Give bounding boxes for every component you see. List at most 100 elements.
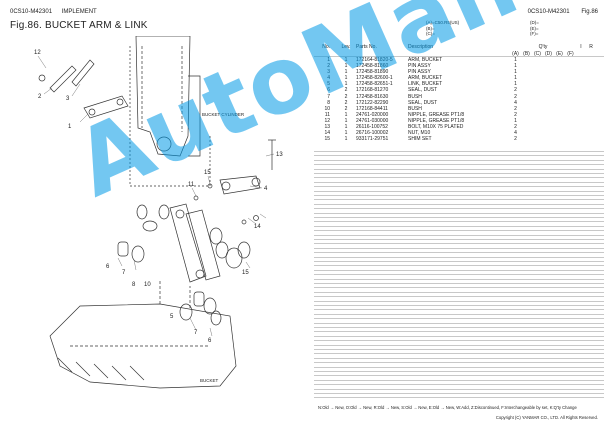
variant-d: (D)= — [530, 20, 539, 25]
row-rule — [314, 274, 604, 276]
row-rule — [314, 225, 604, 227]
row-rule — [314, 239, 604, 240]
row-no: 4 — [327, 75, 330, 82]
row-rule — [314, 199, 604, 201]
row-rule — [314, 164, 604, 166]
row-rule — [314, 340, 604, 342]
row-rule — [314, 353, 604, 355]
row-no: 8 — [327, 99, 330, 106]
bucket-outline — [49, 303, 237, 389]
variant-legend-right: (D)= (E)= (F)= — [530, 20, 539, 37]
row-lev: 1 — [344, 136, 348, 143]
pin-2 — [49, 65, 77, 93]
variant-a: (A)=C50.R5(US) — [426, 20, 460, 25]
callout-15: 15 — [242, 270, 249, 276]
row-rule — [314, 190, 604, 192]
col-r: R — [589, 44, 593, 50]
qty-col-f: (F) — [567, 51, 574, 57]
row-part-no: 933171-29751 — [356, 136, 389, 143]
row-qty-a: 2 — [514, 93, 517, 100]
col-lev: Lev. — [341, 44, 351, 50]
col-description: Description — [408, 44, 434, 50]
row-rule — [314, 384, 604, 386]
row-rule — [314, 221, 604, 223]
row-rule — [314, 203, 604, 205]
row-part-no: 172458-81860 — [356, 63, 389, 70]
callout-7b: 7 — [194, 330, 198, 336]
row-rule — [314, 313, 604, 315]
row-qty-a: 1 — [514, 75, 517, 82]
callout-2: 2 — [38, 94, 42, 100]
callout-3: 3 — [66, 96, 70, 102]
row-rule — [314, 234, 604, 236]
row-description: BUSH — [408, 93, 422, 100]
callout-15b: 15 — [204, 170, 211, 176]
col-qty: Q'ty — [538, 44, 548, 50]
bucket-arm-4 — [219, 175, 261, 195]
row-no: 1 — [327, 57, 330, 63]
qty-subheader: (A) (B) (C) (D) (E) (F) — [314, 50, 604, 57]
row-description: PIN ASSY — [408, 69, 431, 76]
row-description: LINK, BUCKET — [408, 81, 443, 88]
row-description: SEAL, DUST — [408, 99, 438, 106]
variant-f: (F)= — [530, 31, 539, 36]
row-rule — [314, 159, 604, 161]
row-rule — [314, 195, 604, 196]
row-description: BUSH — [408, 105, 422, 112]
row-lev: 1 — [344, 69, 348, 76]
col-i: I — [580, 44, 582, 50]
seal-dust-6 — [136, 204, 148, 220]
row-rule — [314, 309, 604, 311]
qty-col-e: (E) — [556, 51, 563, 57]
row-qty-a: 4 — [514, 99, 517, 106]
row-no: 11 — [324, 111, 330, 118]
row-rule — [314, 278, 604, 280]
arm-pin-boss — [156, 136, 172, 152]
row-part-no: 172458-81630 — [356, 93, 389, 100]
row-qty-a: 2 — [514, 105, 517, 112]
row-rule — [314, 318, 604, 320]
row-rule — [314, 349, 604, 350]
bush-10 — [193, 291, 205, 307]
row-qty-a: 1 — [514, 69, 517, 76]
row-rule — [314, 291, 604, 293]
row-rule — [314, 168, 604, 170]
row-qty-a: 1 — [514, 57, 517, 63]
row-description: SHIM SET — [408, 136, 432, 143]
callout-10: 10 — [144, 282, 151, 288]
link-plate-1 — [83, 95, 129, 119]
row-description: ARM, BUCKET — [408, 57, 443, 63]
bucket-link-5 — [169, 203, 207, 283]
row-lev: 1 — [344, 63, 348, 70]
row-part-no: 24761-020000 — [356, 111, 389, 118]
row-description: NIPPLE, GREASE PT1/8 — [408, 117, 465, 124]
qty-col-d: (D) — [545, 51, 552, 57]
row-rule — [314, 173, 604, 174]
row-description: PIN ASSY — [408, 63, 431, 70]
row-rule — [314, 296, 604, 298]
variant-c: (C)= — [426, 31, 435, 36]
row-qty-a: 2 — [514, 136, 517, 143]
seal-dust-8 — [215, 241, 229, 259]
row-part-no: 172164-81820-5 — [356, 57, 393, 63]
row-lev: 2 — [344, 87, 348, 94]
row-rule — [314, 212, 604, 214]
row-rule — [314, 335, 604, 337]
col-parts-no: Parts No. — [356, 44, 377, 50]
header-left: 0CS10-M42301 IMPLEMENT — [10, 9, 97, 15]
row-lev: 1 — [344, 117, 348, 124]
row-lev: 1 — [344, 75, 348, 82]
row-no: 5 — [327, 81, 330, 88]
row-rule — [314, 208, 604, 210]
header-right: 0CS10-M42301 Fig.86 — [518, 9, 598, 15]
